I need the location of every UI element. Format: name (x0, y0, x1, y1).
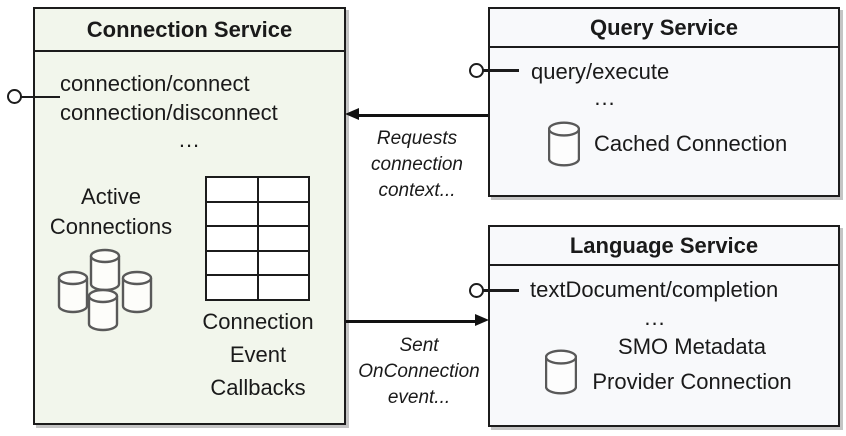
language-ellipsis: ... (644, 305, 666, 330)
language-service-lollipop-icon (469, 283, 484, 298)
connection-service-title: Connection Service (35, 9, 344, 52)
smo-metadata-provider-label: SMO Metadata Provider Connection (592, 334, 792, 394)
query-service-title: Query Service (490, 9, 838, 48)
sent-arrow-head-icon (475, 314, 489, 326)
active-connections-cylinders-icon (57, 248, 153, 332)
cached-connection-cylinder-icon (548, 121, 580, 167)
connection-event-callbacks-label: Connection Event Callbacks (202, 309, 314, 400)
cached-connection-label: Cached Connection (594, 131, 788, 156)
table-cell (258, 251, 308, 275)
connection-service-box: Connection Service connection/connect co… (33, 7, 346, 425)
table-cell (258, 178, 308, 201)
query-service-lollipop-icon (469, 63, 484, 78)
table-cell (258, 276, 308, 299)
query-ellipsis: ... (594, 85, 616, 110)
table-cell (207, 251, 257, 275)
active-connections-label: Active Connections (49, 184, 173, 239)
sent-arrow-line (346, 320, 478, 323)
language-service-lollipop-line (483, 289, 519, 292)
table-cell (207, 202, 257, 226)
table-cell (207, 227, 257, 250)
table-cell (207, 276, 257, 299)
connection-service-lollipop-line (21, 95, 60, 98)
method-connection-disconnect: connection/disconnect (60, 100, 278, 125)
language-service-title: Language Service (490, 227, 838, 266)
smo-connection-cylinder-icon (545, 349, 577, 395)
language-service-box: Language Service textDocument/completion… (488, 225, 840, 427)
method-textdocument-completion: textDocument/completion (530, 277, 779, 302)
requests-arrow-head-icon (345, 108, 359, 120)
requests-arrow-label: Requests connection context... (371, 128, 463, 201)
connection-methods: connection/connect connection/disconnect (60, 69, 278, 127)
method-query-execute: query/execute (531, 59, 670, 84)
table-cell (207, 178, 257, 201)
table-cell (258, 227, 308, 250)
method-connection-connect: connection/connect (60, 71, 250, 96)
query-service-lollipop-line (483, 69, 519, 72)
query-service-box: Query Service query/execute ... Cached C… (488, 7, 840, 197)
connection-service-lollipop-icon (7, 89, 22, 104)
table-cell (258, 202, 308, 226)
connection-ellipsis: ... (178, 127, 201, 152)
sent-arrow-label: Sent OnConnection event... (358, 335, 480, 408)
callbacks-table-icon (205, 176, 310, 301)
requests-arrow-line (352, 114, 488, 117)
